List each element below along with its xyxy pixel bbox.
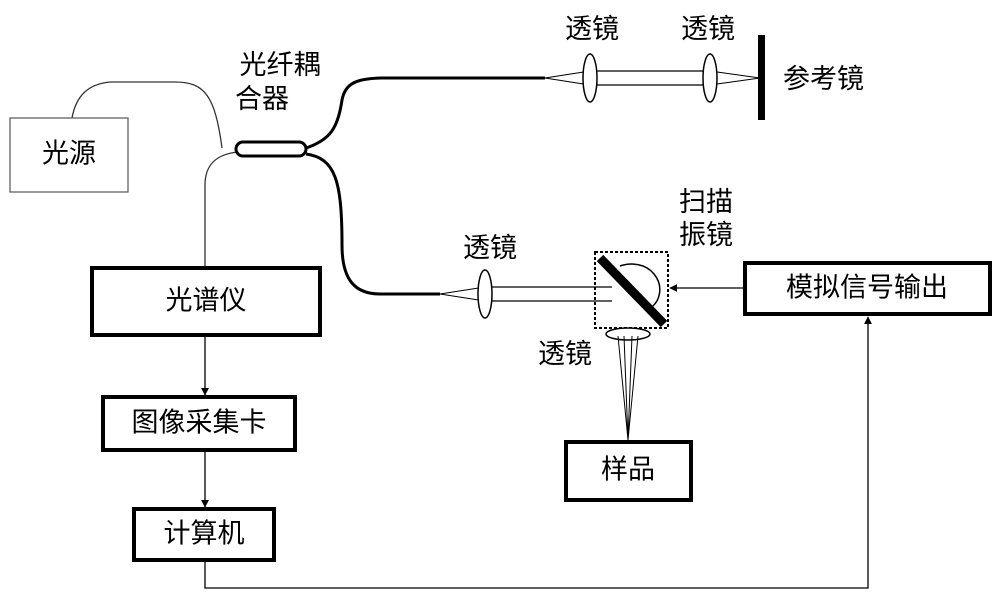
frame-grabber-block: 图像采集卡 xyxy=(101,395,297,452)
coupler-label-line2: 合器 xyxy=(235,84,289,115)
lens-objective-label: 透镜 xyxy=(538,339,592,370)
light-source-block: 光源 xyxy=(9,117,129,193)
scan-mirror-rotation-arc xyxy=(619,263,661,309)
analog-output-box xyxy=(743,261,992,316)
sample-box xyxy=(564,440,693,502)
spectrometer-block: 光谱仪 xyxy=(90,266,322,337)
fiber-source xyxy=(71,81,223,149)
signal-connections xyxy=(201,284,872,589)
fiber-sample-arm xyxy=(305,152,440,296)
lens-reference-1 xyxy=(582,53,598,103)
fiber-reference-arm xyxy=(305,76,545,150)
spectrometer-label: 光谱仪 xyxy=(166,286,247,317)
lens-sample-arm-label: 透镜 xyxy=(463,233,517,264)
spectrometer-box xyxy=(90,266,322,337)
wire-computer-to-analog-output xyxy=(204,316,872,589)
scanner-label-line2: 振镜 xyxy=(679,220,733,251)
computer-box xyxy=(132,507,276,562)
computer-block: 计算机 xyxy=(132,507,276,562)
lens-reference-2 xyxy=(702,53,718,103)
coupler-label-line1: 光纤耦 xyxy=(240,50,321,81)
light-source-box xyxy=(9,117,129,193)
lens-objective xyxy=(605,327,651,341)
frame-grabber-label: 图像采集卡 xyxy=(132,408,267,439)
reference-arm-optics xyxy=(544,35,765,120)
lens-reference-1-label: 透镜 xyxy=(565,14,619,45)
focus-beam xyxy=(617,335,639,441)
fiber-network xyxy=(71,76,545,296)
fiber-coupler xyxy=(234,140,308,158)
scan-mirror xyxy=(596,254,668,328)
sample-block: 样品 xyxy=(564,440,693,502)
analog-output-label: 模拟信号输出 xyxy=(786,273,948,304)
reference-mirror-label: 参考镜 xyxy=(783,64,864,95)
sample-label: 样品 xyxy=(601,455,655,486)
light-source-label: 光源 xyxy=(42,139,96,170)
ref-beam-collimated xyxy=(590,70,710,86)
scanner-label-line1: 扫描 xyxy=(679,187,733,218)
reference-mirror xyxy=(758,35,765,120)
sample-arm-optics xyxy=(439,251,669,441)
lens-sample-arm xyxy=(477,269,493,319)
lens-reference-2-label: 透镜 xyxy=(681,14,735,45)
analog-output-block: 模拟信号输出 xyxy=(743,261,992,316)
ref-beam-cone-out xyxy=(709,70,761,86)
frame-grabber-box xyxy=(101,395,297,452)
sample-beam-collimated xyxy=(485,286,612,302)
fiber-spectrometer xyxy=(204,151,239,268)
computer-label: 计算机 xyxy=(164,519,245,550)
